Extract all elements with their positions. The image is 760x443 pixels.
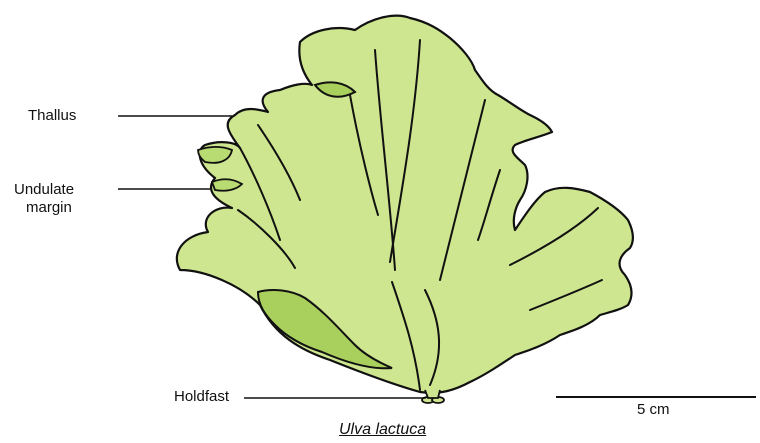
holdfast-label: Holdfast: [174, 388, 229, 406]
species-caption: Ulva lactuca: [339, 421, 426, 439]
thallus-blade: [177, 16, 633, 393]
undulate-margin-label: Undulate margin: [14, 181, 74, 217]
undulate-margin-line1: Undulate: [14, 181, 74, 198]
undulate-margin-line2: margin: [14, 199, 74, 217]
thallus-label: Thallus: [28, 107, 76, 125]
scale-bar-label: 5 cm: [637, 401, 670, 419]
